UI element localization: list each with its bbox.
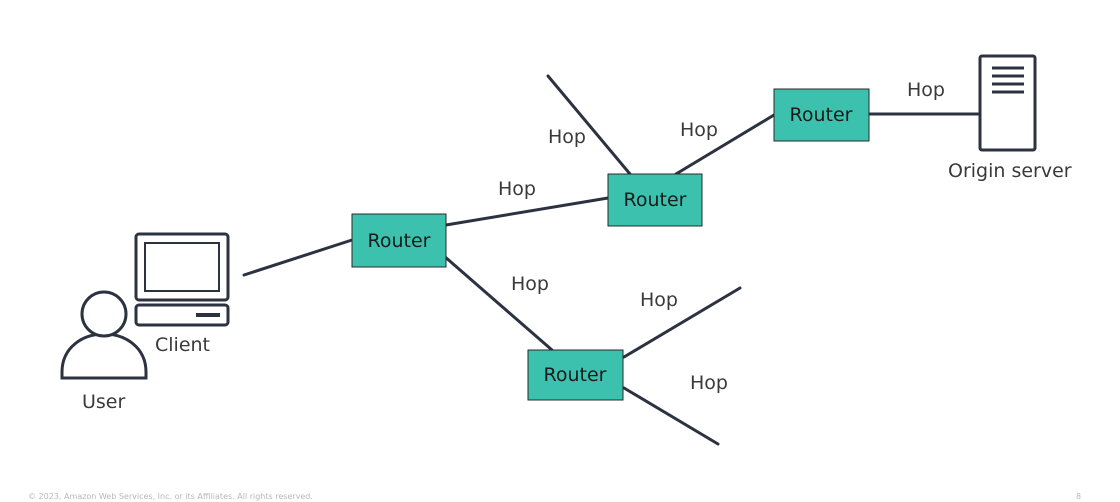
router-label: Router — [544, 364, 607, 386]
hop-label: Hop — [511, 273, 549, 295]
copyright-footer: © 2023, Amazon Web Services, Inc. or its… — [28, 492, 313, 501]
origin-server-label: Origin server — [948, 160, 1072, 182]
page-number: 8 — [1076, 492, 1082, 501]
link-router1-router2 — [444, 196, 610, 227]
user-icon — [60, 290, 148, 380]
link-client-router1 — [242, 238, 354, 277]
hop-label: Hop — [680, 119, 718, 141]
client-label: Client — [155, 334, 210, 356]
hop-label: Hop — [907, 79, 945, 101]
router-label: Router — [790, 104, 853, 126]
router-1: Router — [351, 213, 447, 268]
server-icon — [978, 54, 1037, 152]
user-label: User — [82, 391, 125, 413]
router-label: Router — [368, 230, 431, 252]
hop-label: Hop — [548, 126, 586, 148]
hop-label: Hop — [498, 178, 536, 200]
link-router2-branch — [546, 74, 632, 176]
computer-icon — [134, 232, 230, 327]
link-router1-router3 — [442, 254, 554, 352]
router-4: Router — [773, 88, 870, 142]
link-router2-router4 — [674, 113, 776, 176]
link-router3-branch-down — [622, 386, 720, 446]
hop-label: Hop — [640, 289, 678, 311]
link-router3-branch-up — [622, 286, 742, 359]
router-label: Router — [624, 189, 687, 211]
router-2: Router — [607, 173, 703, 227]
hop-label: Hop — [690, 372, 728, 394]
router-3: Router — [527, 349, 624, 401]
